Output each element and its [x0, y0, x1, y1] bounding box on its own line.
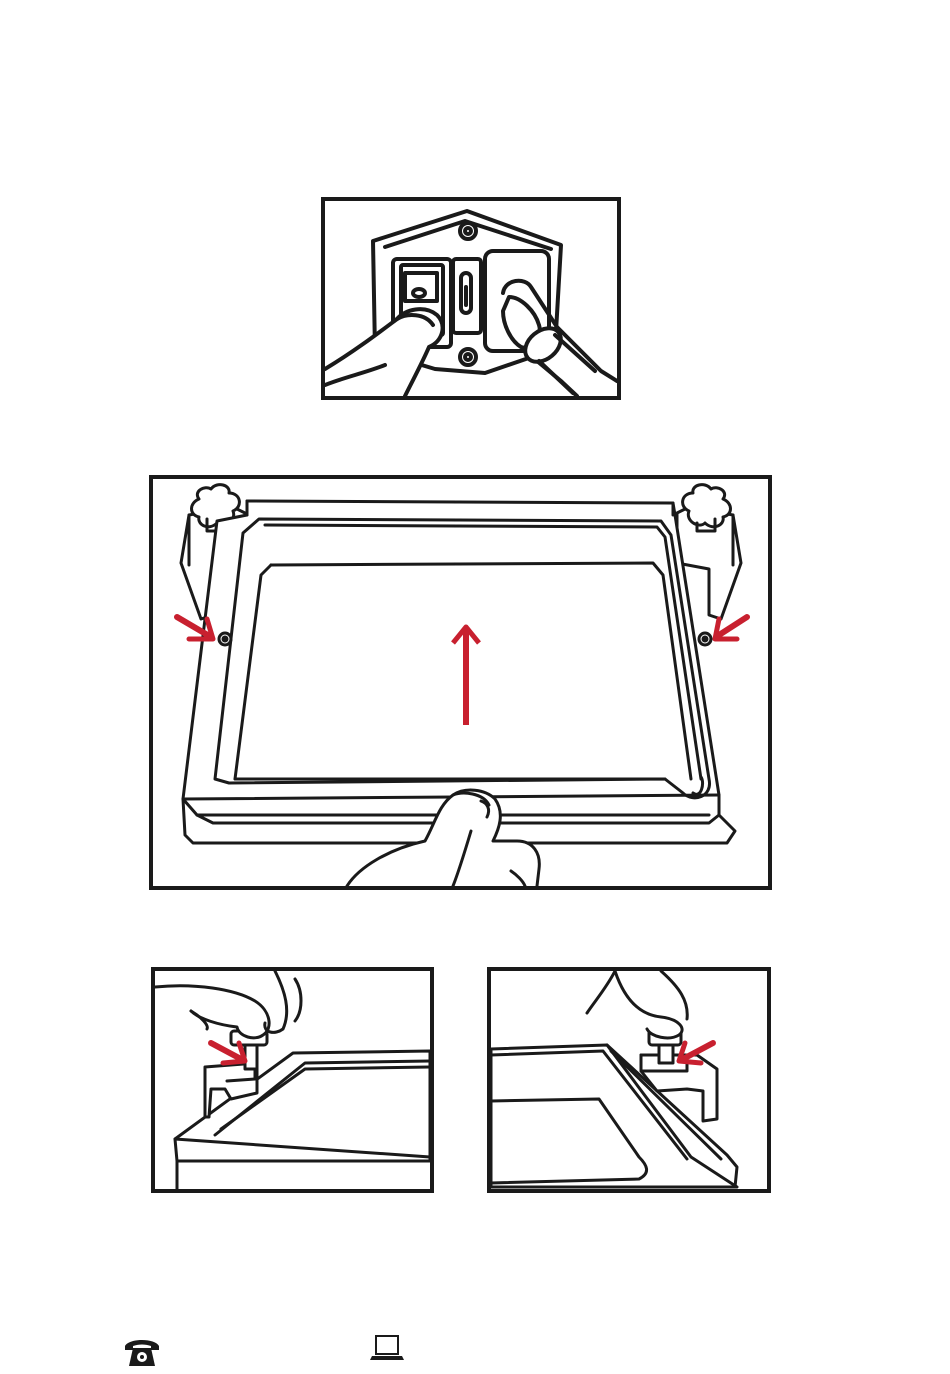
power-switch-illustration: [325, 201, 617, 396]
screw-pointer-arrow: [211, 1043, 245, 1063]
resin-vat-illustration: [153, 479, 768, 886]
resin-vat-panel: [149, 475, 772, 890]
right-thumbscrew-panel: [487, 967, 771, 1193]
laptop-icon: [370, 1332, 404, 1364]
thumbscrew-left-illustration: [155, 971, 430, 1189]
left-thumbscrew-panel: [151, 967, 434, 1193]
phone-icon: [123, 1336, 161, 1368]
left-pointer-arrow: [177, 617, 213, 639]
power-switch-panel: [321, 197, 621, 400]
thumbscrew-right-illustration: [491, 971, 767, 1189]
right-pointer-arrow: [715, 617, 747, 639]
